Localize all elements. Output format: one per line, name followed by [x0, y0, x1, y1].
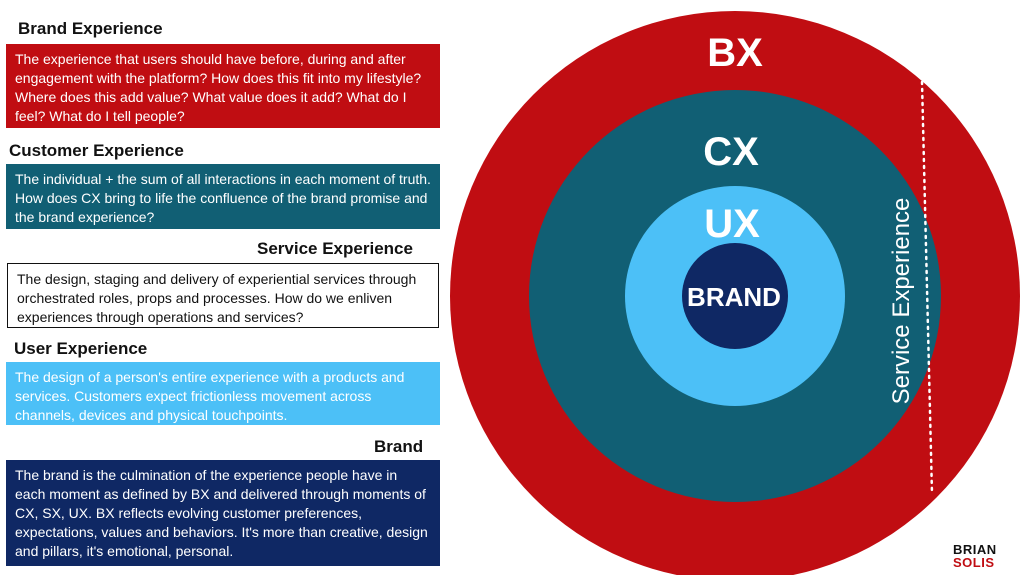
service-experience-heading: Service Experience: [257, 239, 413, 258]
logo-line-2: SOLIS: [953, 555, 995, 570]
service-experience-divider: [920, 80, 934, 496]
service-experience-label: Service Experience: [888, 198, 915, 405]
ux-label: UX: [704, 202, 760, 246]
brand-core: [682, 243, 788, 349]
brand-label: BRAND: [687, 282, 781, 312]
brand-experience-description: The experience that users should have be…: [6, 44, 440, 128]
customer-experience-heading: Customer Experience: [9, 141, 184, 160]
customer-experience-description: The individual + the sum of all interact…: [6, 164, 440, 229]
brian-solis-logo: BRIAN SOLIS: [953, 543, 1023, 575]
user-experience-heading: User Experience: [14, 339, 148, 358]
cx-label: CX: [703, 130, 759, 174]
brand-heading: Brand: [374, 437, 424, 456]
user-experience-description: The design of a person's entire experien…: [6, 362, 440, 425]
bx-label: BX: [707, 31, 763, 75]
service-experience-description: The design, staging and delivery of expe…: [7, 263, 439, 328]
brand-experience-heading: Brand Experience: [18, 19, 163, 38]
logo-line-1: BRIAN: [953, 542, 997, 557]
brand-description: The brand is the culmination of the expe…: [6, 460, 440, 566]
